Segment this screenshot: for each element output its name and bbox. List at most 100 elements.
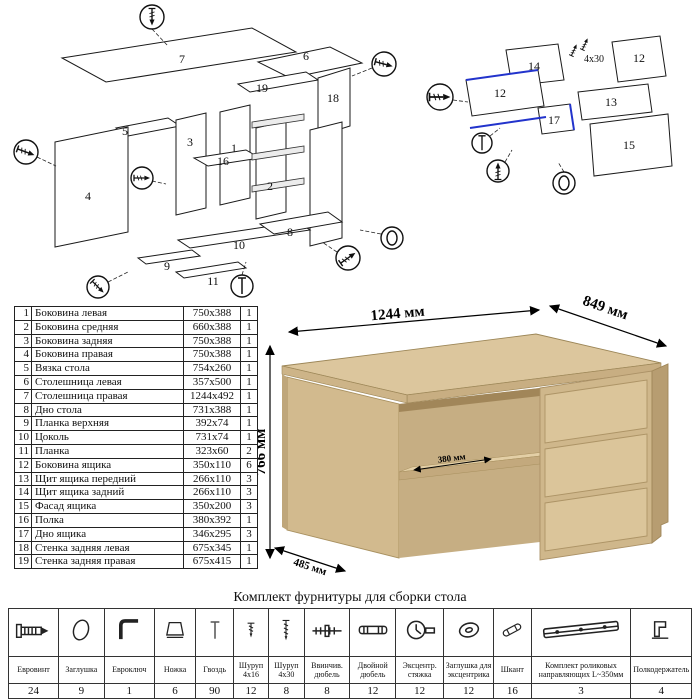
hardware-item-name: Комплект роликовых направляющих L~350мм — [530, 656, 632, 684]
leader-line — [504, 149, 513, 163]
fastener-callout — [552, 171, 576, 195]
desk-bay-shadow — [399, 388, 540, 412]
panel-side-right — [309, 121, 343, 247]
leader-line — [107, 271, 129, 283]
parts-cell-name: Боковина ящика — [31, 457, 184, 473]
part-label: 5 — [122, 124, 128, 138]
panel-part-15 — [589, 113, 673, 177]
leader-line — [489, 127, 501, 137]
parts-cell-qty: 1 — [240, 402, 258, 418]
parts-cell-num: 9 — [14, 416, 32, 432]
parts-cell-size: 660x388 — [183, 319, 241, 335]
depth-dimension-arrow — [548, 304, 668, 348]
cam-lock-icon — [406, 620, 435, 640]
hardware-icon-cell — [8, 608, 59, 657]
hardware-item-qty: 8 — [303, 683, 351, 699]
parts-cell-num: 4 — [14, 347, 32, 363]
panel-part-12b — [611, 35, 667, 83]
parts-cell-qty: 1 — [240, 374, 258, 390]
parts-cell-name: Столешница правая — [31, 388, 184, 404]
hardware-item-name: Шуруп 4x16 — [232, 656, 270, 684]
parts-cell-qty: 1 — [240, 540, 258, 556]
parts-cell-name: Дно ящика — [31, 526, 184, 542]
parts-cell-num: 12 — [14, 457, 32, 473]
parts-cell-size: 1244x492 — [183, 388, 241, 404]
hardware-item-qty: 8 — [268, 683, 305, 699]
parts-cell-qty: 3 — [240, 471, 258, 487]
hardware-item-name: Двойной дюбель — [349, 656, 397, 684]
parts-cell-num: 15 — [14, 499, 32, 514]
parts-cell-num: 18 — [14, 540, 32, 556]
parts-cell-name: Столешница левая — [31, 374, 184, 390]
nail-icon — [210, 621, 219, 639]
parts-cell-name: Вязка стола — [31, 361, 184, 376]
parts-cell-name: Щит ящика передний — [31, 471, 184, 487]
parts-cell-num: 13 — [14, 471, 32, 487]
hardware-table: Евровинт Заглушка Евроключ Ножка Гвоздь … — [8, 608, 692, 699]
drawer-slide-icon — [542, 620, 620, 639]
parts-cell-size: 750x388 — [183, 333, 241, 349]
width-dimension-label: 1244 мм — [370, 304, 425, 325]
drawer-rail — [251, 145, 305, 161]
parts-cell-qty: 1 — [240, 554, 258, 570]
parts-cell-qty: 1 — [240, 512, 258, 528]
screw-in-dowel-icon — [312, 624, 342, 638]
parts-cell-num: 16 — [14, 512, 32, 528]
part-label: 13 — [605, 95, 617, 109]
panel-part-19 — [236, 71, 320, 93]
hardware-item-name: Ввинчив. дюбель — [303, 656, 351, 684]
parts-cell-num: 3 — [14, 333, 32, 349]
screw-size-note: 4x30 — [584, 54, 604, 65]
cam-cap-icon — [458, 622, 479, 638]
parts-cell-size: 350x200 — [183, 499, 241, 514]
leader-line — [321, 241, 338, 253]
parts-cell-name: Стенка задняя правая — [31, 554, 184, 570]
euro-screw-icon — [16, 623, 49, 638]
hardware-item-qty: 24 — [8, 683, 59, 699]
screw-4x30-icon — [283, 619, 290, 641]
parts-cell-size: 266x110 — [183, 471, 241, 487]
highlight-edge — [569, 103, 575, 131]
hardware-icon-cell — [443, 608, 495, 657]
hardware-icon-cell — [530, 608, 632, 657]
parts-cell-name: Щит ящика задний — [31, 485, 184, 501]
part-label: 6 — [303, 49, 309, 63]
panel-part-8 — [258, 211, 344, 235]
part-label: 4 — [85, 189, 91, 203]
shelf-depth-dimension-label: 380 мм — [437, 451, 466, 464]
panel-part-13 — [577, 83, 653, 121]
parts-cell-num: 6 — [14, 374, 32, 390]
parts-cell-num: 5 — [14, 361, 32, 376]
parts-cell-qty: 3 — [240, 485, 258, 501]
hardware-icon-cell — [395, 608, 445, 657]
leader-line — [351, 67, 373, 77]
hardware-icon-cell — [630, 608, 692, 657]
part-label: 10 — [233, 238, 245, 252]
hardware-icon-cell — [493, 608, 532, 657]
hardware-item-qty: 16 — [493, 683, 532, 699]
parts-cell-name: Боковина задняя — [31, 333, 184, 349]
parts-cell-qty: 1 — [240, 361, 258, 376]
parts-cell-num: 11 — [14, 443, 32, 459]
hardware-item-qty: 12 — [395, 683, 445, 699]
parts-cell-num: 2 — [14, 319, 32, 335]
hardware-item-name: Заглушка для эксцентрика — [443, 656, 495, 684]
drawer-rail — [251, 177, 305, 193]
parts-cell-qty: 2 — [240, 443, 258, 459]
shelf-depth-dimension-arrow — [413, 456, 492, 473]
part-label: 17 — [548, 113, 560, 127]
part-label: 15 — [623, 138, 635, 152]
parts-cell-size: 392x74 — [183, 416, 241, 432]
desk-dimension-drawing: 1244 мм 849 мм 766 мм 485 мм 380 мм — [253, 293, 669, 578]
hardware-icon-cell — [57, 608, 105, 657]
hardware-item-name: Заглушка — [57, 656, 105, 684]
